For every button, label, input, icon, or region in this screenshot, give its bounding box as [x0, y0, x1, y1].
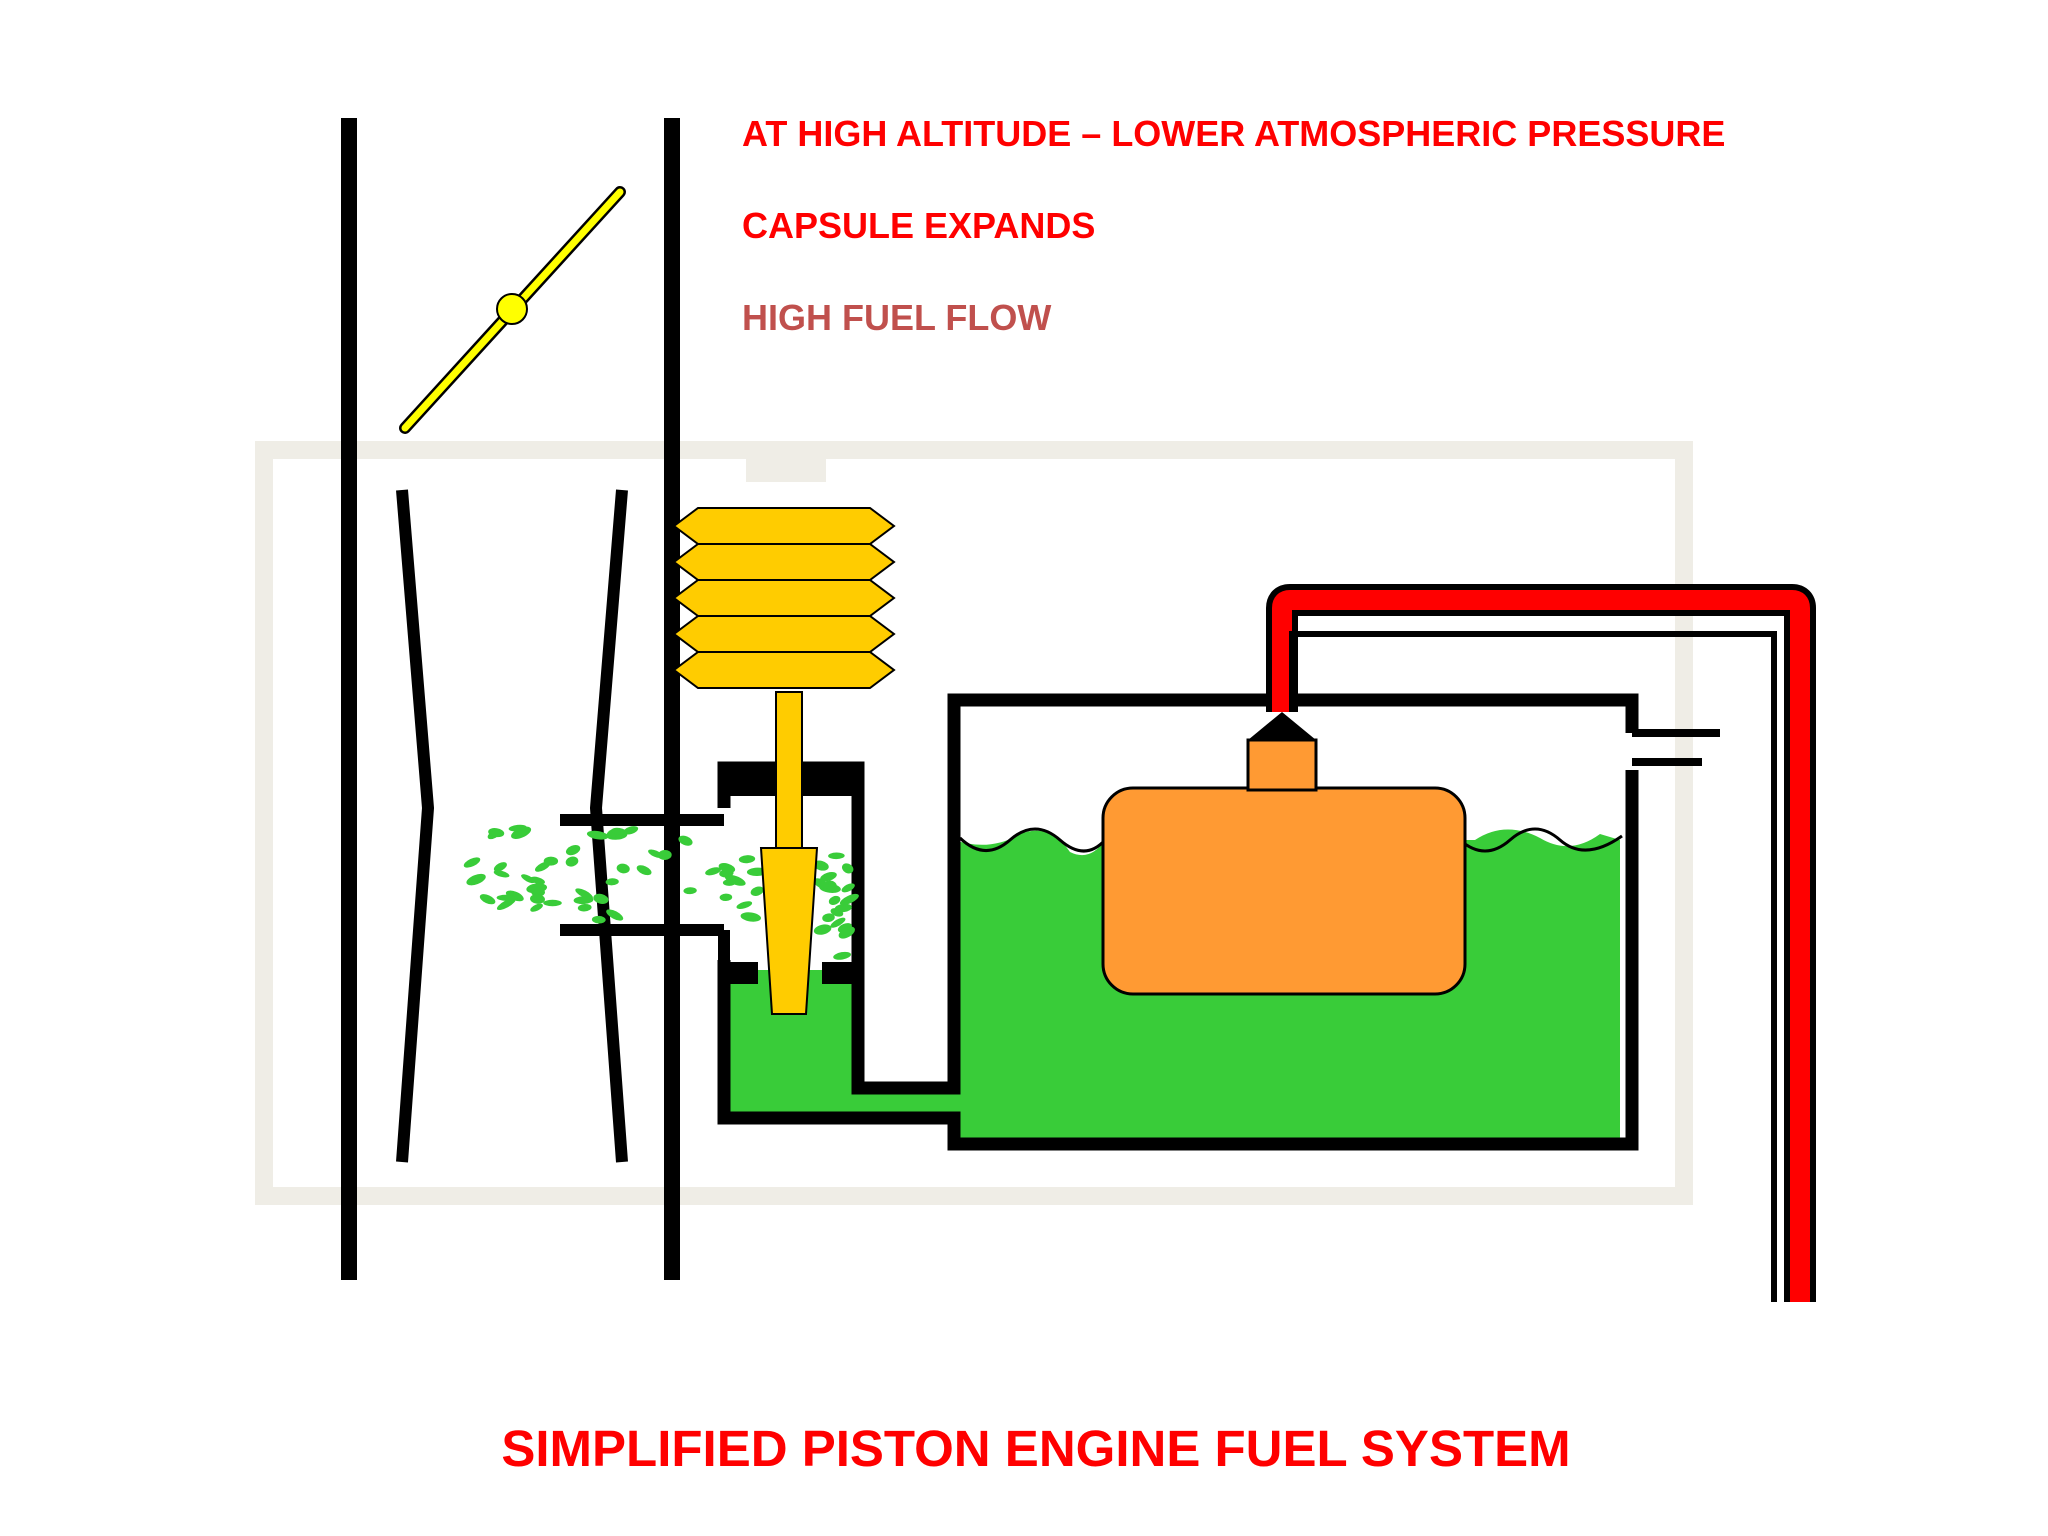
fuel-droplet — [493, 870, 510, 878]
fuel-droplet — [521, 874, 535, 884]
fuel-droplet — [841, 883, 855, 893]
fuel-droplet — [705, 867, 722, 876]
metering-needle — [759, 847, 819, 1015]
fuel-droplet — [813, 878, 829, 890]
fuel-droplet — [724, 874, 746, 886]
fuel-droplet — [813, 924, 832, 935]
fuel-droplet — [496, 898, 516, 911]
fuel-droplet — [586, 830, 609, 840]
discharge-nozzle — [560, 814, 730, 965]
fuel-droplet — [830, 917, 846, 928]
fuel-droplet — [508, 824, 527, 832]
background-frame — [255, 441, 1693, 1205]
fuel-droplet — [463, 857, 481, 868]
fuel-spray — [463, 824, 859, 960]
fuel-droplet — [526, 883, 548, 894]
capsule-fold — [672, 579, 896, 617]
fuel-droplet — [736, 901, 753, 909]
capsule-fold — [672, 507, 896, 545]
fuel-droplet — [487, 830, 501, 840]
vent-pipe — [1632, 729, 1720, 766]
fuel-droplet — [838, 926, 855, 939]
fuel-droplet — [493, 862, 507, 872]
fuel-droplet — [593, 893, 609, 904]
fuel-droplet — [530, 903, 543, 912]
fuel-droplet — [479, 894, 496, 905]
fuel-droplet — [573, 896, 594, 905]
float-stem — [1246, 738, 1318, 792]
fuel-droplet — [565, 856, 579, 867]
float — [1101, 786, 1467, 996]
fuel-droplet — [611, 827, 628, 835]
throttle-pivot — [496, 293, 528, 325]
venturi — [396, 489, 628, 1163]
metering-chamber-fuel — [724, 970, 954, 1120]
capsule-label: CAPSULE EXPANDS — [742, 205, 1095, 246]
fuel-droplet — [828, 895, 841, 905]
fuel-surface-wave — [1459, 827, 1623, 853]
fuel-droplet — [722, 879, 736, 886]
diagram-title: SIMPLIFIED PISTON ENGINE FUEL SYSTEM — [501, 1420, 1570, 1477]
fuel-droplet — [623, 826, 639, 835]
fuel-droplet — [505, 890, 524, 902]
fuel-droplet — [839, 893, 859, 906]
fuel-droplet — [719, 893, 733, 902]
fuel-droplet — [648, 849, 663, 858]
condition-label: AT HIGH ALTITUDE – LOWER ATMOSPHERIC PRE… — [742, 113, 1725, 154]
capsule-fold — [672, 651, 896, 689]
fuel-droplet — [565, 844, 581, 856]
capsule-rod — [775, 691, 803, 851]
fuel-droplet — [841, 863, 854, 874]
fuel-droplet — [530, 894, 545, 904]
fuel-droplet — [511, 826, 532, 839]
fuel-droplet — [616, 863, 630, 874]
fuel-droplet — [738, 855, 756, 864]
fuel-droplet — [543, 856, 559, 866]
fuel-droplet — [577, 903, 592, 912]
throttle-valve — [399, 186, 626, 434]
aneroid-capsule — [672, 507, 896, 689]
fuel-droplet — [606, 909, 624, 921]
fuel-droplet — [750, 886, 764, 896]
fuel-droplet — [822, 913, 835, 923]
fuel-droplet — [820, 872, 837, 882]
fuel-droplet — [683, 887, 697, 895]
fuel-droplet — [543, 899, 562, 907]
fuel-droplet — [591, 915, 606, 924]
capsule-fold — [672, 543, 896, 581]
fuel-droplet — [833, 951, 851, 960]
capsule-fold — [672, 615, 896, 653]
fuel-droplet — [466, 873, 486, 886]
fuel-flow-label: HIGH FUEL FLOW — [742, 297, 1051, 338]
needle-valve — [1248, 712, 1316, 740]
air-intake-duct — [341, 118, 680, 1280]
fuel-droplet — [496, 894, 518, 902]
jet-lip — [728, 962, 758, 984]
fuel-droplet — [636, 865, 652, 876]
fuel-droplet — [740, 912, 762, 922]
fuel-droplet — [834, 903, 852, 913]
fuel-surface-wave — [958, 827, 1107, 853]
float-chamber-bottom — [717, 770, 1639, 1151]
fuel-droplet — [718, 863, 736, 873]
jet-lip — [822, 962, 856, 984]
pressure-pipe — [1266, 584, 1816, 1302]
fuel-droplet — [605, 878, 619, 886]
fuel-droplet — [828, 852, 845, 860]
fuel-droplet — [813, 860, 829, 871]
fuel-droplet — [678, 835, 693, 846]
